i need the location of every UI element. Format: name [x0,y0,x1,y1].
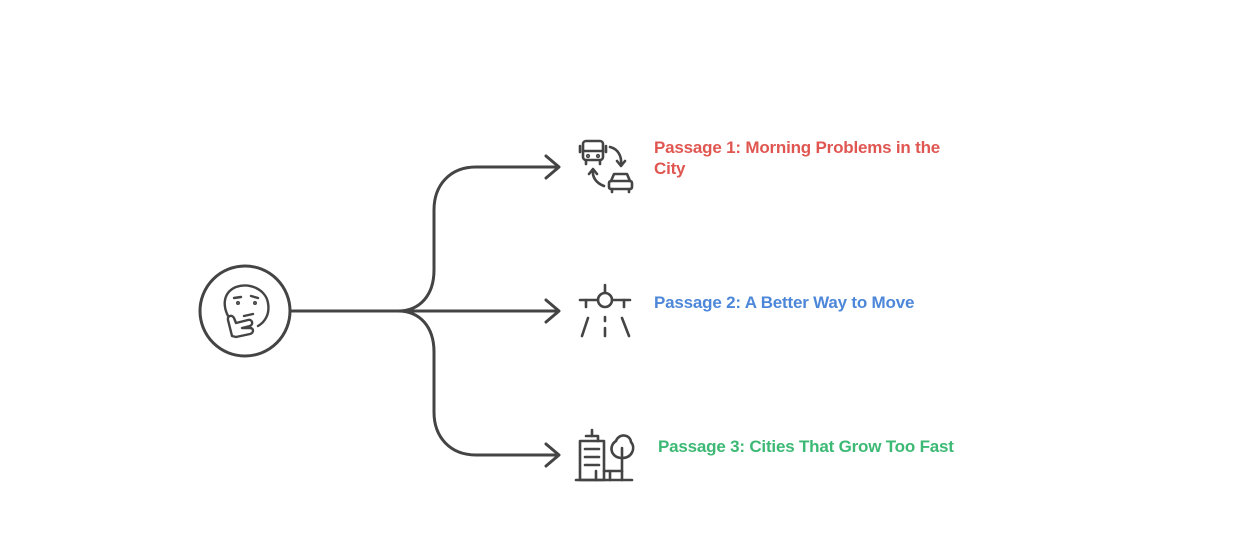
city-building-tree-icon [574,428,635,482]
connector-branch-3 [396,309,560,457]
airplane-runway-icon [578,283,632,338]
arrowhead-1 [544,154,561,180]
bus-car-exchange-icon [578,139,634,194]
thinking-face-icon [198,264,292,358]
branch-label-passage-3: Passage 3: Cities That Grow Too Fast [658,437,954,456]
branch-label-passage-1: Passage 1: Morning Problems in the City [654,138,941,178]
branch-label-passage-2: Passage 2: A Better Way to Move [654,293,915,312]
arrowhead-2 [544,298,561,324]
connector-lines [288,154,561,468]
arrowhead-3 [544,442,561,468]
connector-branch-1 [288,165,560,313]
